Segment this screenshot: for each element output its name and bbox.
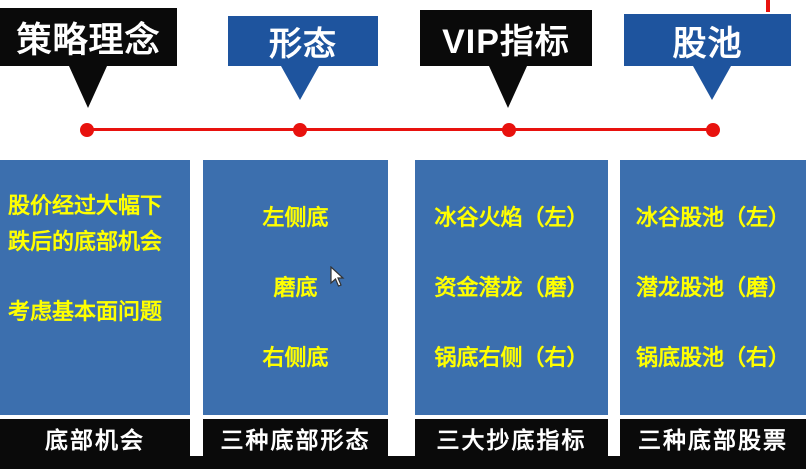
pointer-triangle-icon	[69, 66, 107, 108]
footer-bar-vip-indicator: 三大抄底指标	[415, 419, 608, 456]
body-line: 右侧底	[262, 344, 329, 370]
body-line: 左侧底	[262, 204, 329, 230]
footer-label: 底部机会	[45, 426, 145, 453]
body-box-stock-pool: 冰谷股池（左） 潜龙股池（磨） 锅底股池（右）	[620, 160, 806, 415]
body-line: 锅底右侧（右）	[434, 344, 589, 370]
footer-label: 三种底部股票	[638, 426, 788, 453]
pointer-triangle-icon	[281, 66, 319, 100]
timeline-dot-icon	[80, 123, 94, 137]
pointer-triangle-icon	[489, 66, 527, 108]
bottom-black-strip	[0, 456, 806, 469]
mouse-cursor-icon	[330, 266, 345, 287]
body-box-vip-indicator: 冰谷火焰（左） 资金潜龙（磨） 锅底右侧（右）	[415, 160, 608, 415]
timeline-dot-icon	[293, 123, 307, 137]
footer-bar-stock-pool: 三种底部股票	[620, 419, 806, 456]
header-vip-indicator-label: VIP指标	[442, 22, 570, 61]
body-line: 资金潜龙（磨）	[434, 274, 589, 300]
footer-label: 三种底部形态	[220, 426, 371, 453]
header-pattern: 形态	[228, 16, 378, 66]
timeline-dot-icon	[502, 123, 516, 137]
header-stock-pool: 股池	[624, 14, 791, 66]
header-vip-indicator: VIP指标	[420, 10, 592, 66]
body-line: 冰谷股池（左）	[635, 204, 790, 230]
body-line: 冰谷火焰（左）	[434, 204, 589, 230]
body-line: 锅底股池（右）	[635, 344, 790, 370]
header-pattern-label: 形态	[269, 25, 337, 62]
body-box-strategy: 股价经过大幅下跌后的底部机会 考虑基本面问题	[0, 160, 190, 415]
footer-bar-pattern: 三种底部形态	[203, 419, 388, 456]
timeline-line	[86, 128, 714, 131]
body-paragraph: 考虑基本面问题	[8, 299, 163, 324]
body-paragraph: 股价经过大幅下跌后的底部机会	[8, 193, 163, 254]
body-line: 磨底	[273, 274, 318, 300]
timeline-dot-icon	[706, 123, 720, 137]
header-stock-pool-label: 股池	[672, 24, 743, 63]
header-strategy: 策略理念	[0, 8, 177, 66]
red-tick-mark	[766, 0, 770, 12]
pointer-triangle-icon	[693, 66, 731, 100]
footer-bar-strategy: 底部机会	[0, 419, 190, 456]
body-line: 潜龙股池（磨）	[635, 274, 790, 300]
footer-label: 三大抄底指标	[436, 426, 587, 453]
header-strategy-label: 策略理念	[16, 20, 161, 60]
body-box-pattern: 左侧底 磨底 右侧底	[203, 160, 388, 415]
